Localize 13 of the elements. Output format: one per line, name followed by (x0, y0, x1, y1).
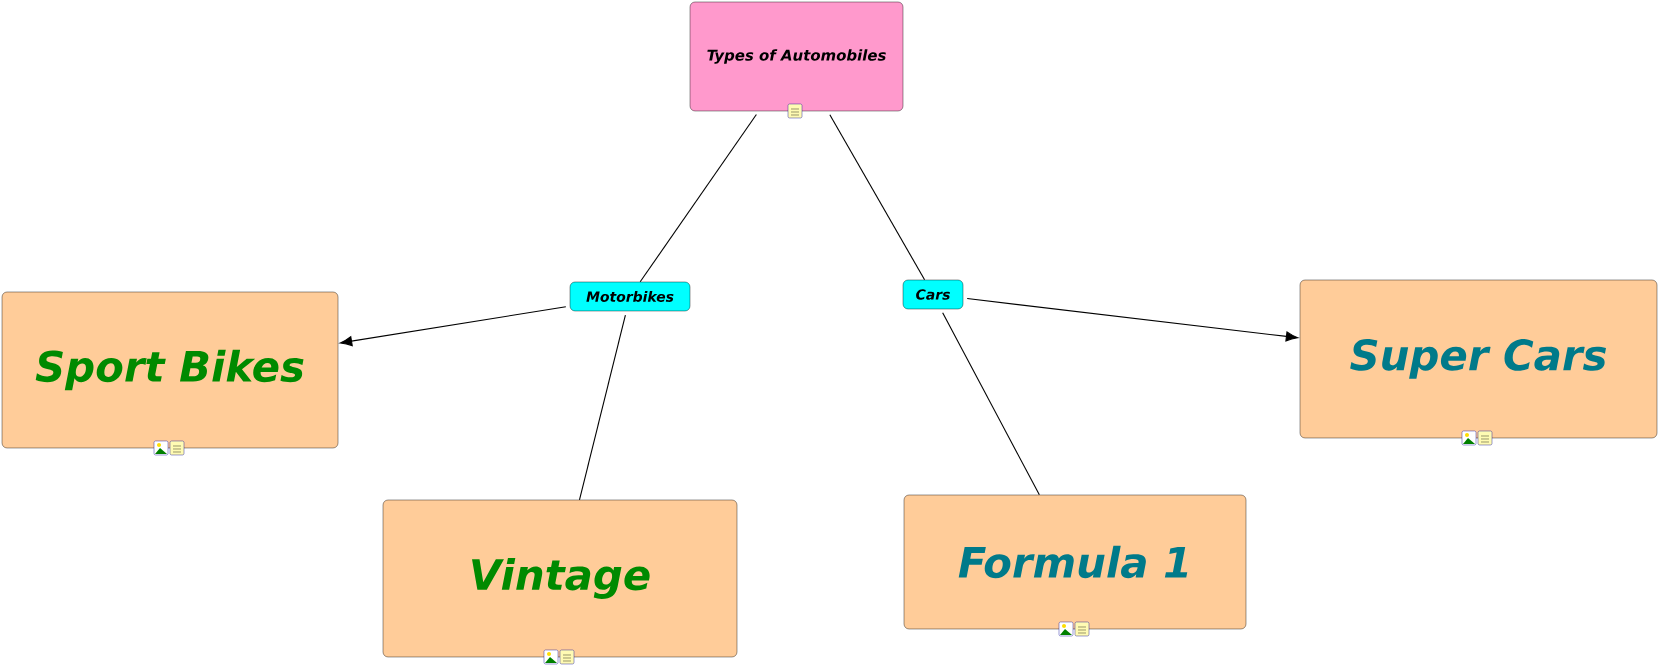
concept-box: Vintage (382, 499, 738, 658)
connector-line (966, 298, 1299, 342)
connector-line (339, 306, 567, 347)
connector-line (578, 314, 626, 501)
linking-phrase-box: Motorbikes (569, 281, 691, 312)
connector-line (942, 312, 1040, 496)
concept-box: Super Cars (1299, 279, 1658, 439)
connector-line (639, 113, 757, 283)
connector-line (829, 114, 926, 281)
concept-box: Sport Bikes (1, 291, 339, 449)
concept-box: Types of Automobiles (689, 1, 904, 112)
linking-phrase-box: Cars (902, 279, 964, 310)
concept-box: Formula 1 (903, 494, 1247, 630)
